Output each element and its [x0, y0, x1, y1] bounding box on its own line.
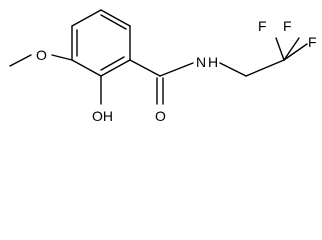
fluorine-right-label: F [308, 34, 317, 50]
ring-bond-4 [100, 59, 131, 77]
cf3-to-fluorine-top-left-bond [275, 37, 285, 61]
ring-to-methoxy-oxygen-bond [51, 54, 73, 61]
carbonyl-carbon-to-nitrogen-bond [159, 62, 194, 77]
hydroxyl-label: OH [92, 108, 113, 124]
ring-to-carbonyl-carbon-bond [129, 59, 161, 77]
molecule-structure: O OH O N H F F F [9, 9, 317, 124]
cf3-to-fluorine-right-bond [283, 43, 308, 61]
ring-inner-bond-2 [100, 56, 125, 71]
fluorine-top-left-label: F [258, 18, 267, 34]
benzene-ring [71, 9, 131, 77]
ring-bond-5 [71, 59, 102, 77]
methoxy-oxygen-label: O [36, 47, 47, 63]
ring-bond-2 [100, 9, 131, 27]
amide-hydrogen-label: H [208, 54, 218, 70]
methoxy-oxygen-to-methyl-bond [9, 54, 32, 67]
ch2-to-cf3-bond [245, 59, 285, 77]
fluorine-top-right-label: F [283, 18, 292, 34]
nitrogen-to-ch2-bond [219, 62, 247, 77]
carbonyl-oxygen-label: O [155, 108, 166, 124]
amide-nitrogen-label: N [196, 54, 206, 70]
ring-bond-1 [71, 9, 102, 27]
ring-inner-bond-1 [100, 14, 127, 30]
cf3-to-fluorine-top-right-bond [283, 37, 300, 61]
